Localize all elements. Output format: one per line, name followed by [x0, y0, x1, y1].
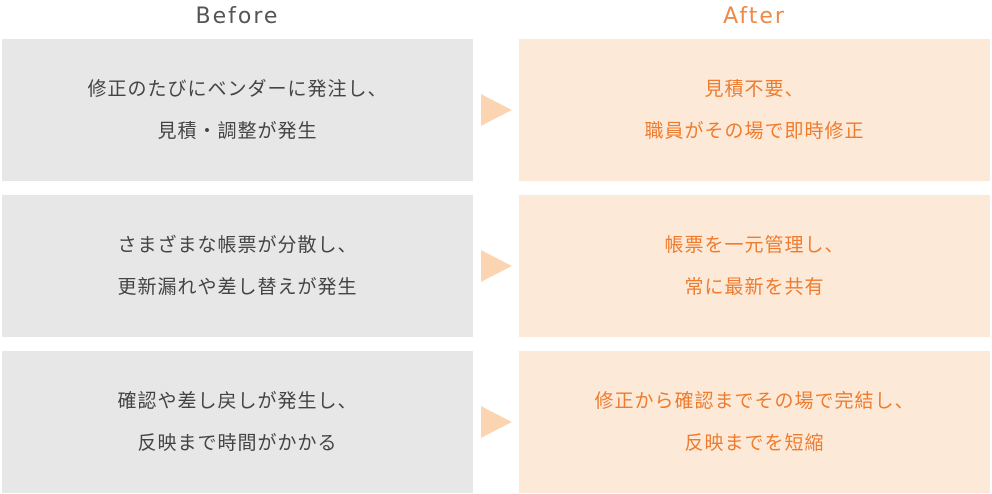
after-box-1: 見積不要、 職員がその場で即時修正 [519, 39, 990, 181]
after-text-3-line-1: 修正から確認までその場で完結し、 [594, 390, 915, 412]
comparison-row-3: 確認や差し戻しが発生し、 反映まで時間がかかる 修正から確認までその場で完結し、… [0, 351, 992, 493]
comparison-row-1: 修正のたびにベンダーに発注し、 見積・調整が発生 見積不要、 職員がその場で即時… [0, 39, 992, 181]
after-box-2: 帳票を一元管理し、 常に最新を共有 [519, 195, 990, 337]
after-text-2-line-2: 常に最新を共有 [684, 276, 825, 298]
after-header: After [723, 4, 786, 29]
before-text-1-line-1: 修正のたびにベンダーに発注し、 [87, 78, 388, 100]
before-text-1-line-2: 見積・調整が発生 [157, 120, 318, 142]
before-text-2-line-2: 更新漏れや差し替えが発生 [117, 276, 358, 298]
before-text-2-line-1: さまざまな帳票が分散し、 [117, 234, 358, 256]
before-box-2: さまざまな帳票が分散し、 更新漏れや差し替えが発生 [2, 195, 473, 337]
after-text-1-line-2: 職員がその場で即時修正 [644, 120, 865, 142]
arrow-right-icon [481, 406, 512, 438]
before-text-3-line-1: 確認や差し戻しが発生し、 [117, 390, 358, 412]
arrow-right-icon [481, 94, 512, 126]
before-header: Before [195, 4, 280, 29]
after-text-2-line-1: 帳票を一元管理し、 [664, 234, 845, 256]
arrow-right-icon [481, 250, 512, 282]
comparison-row-2: さまざまな帳票が分散し、 更新漏れや差し替えが発生 帳票を一元管理し、 常に最新… [0, 195, 992, 337]
before-text-3-line-2: 反映まで時間がかかる [137, 432, 338, 454]
before-box-3: 確認や差し戻しが発生し、 反映まで時間がかかる [2, 351, 473, 493]
before-box-1: 修正のたびにベンダーに発注し、 見積・調整が発生 [2, 39, 473, 181]
after-text-3-line-2: 反映までを短縮 [684, 432, 825, 454]
after-text-1-line-1: 見積不要、 [704, 78, 805, 100]
after-box-3: 修正から確認までその場で完結し、 反映までを短縮 [519, 351, 990, 493]
